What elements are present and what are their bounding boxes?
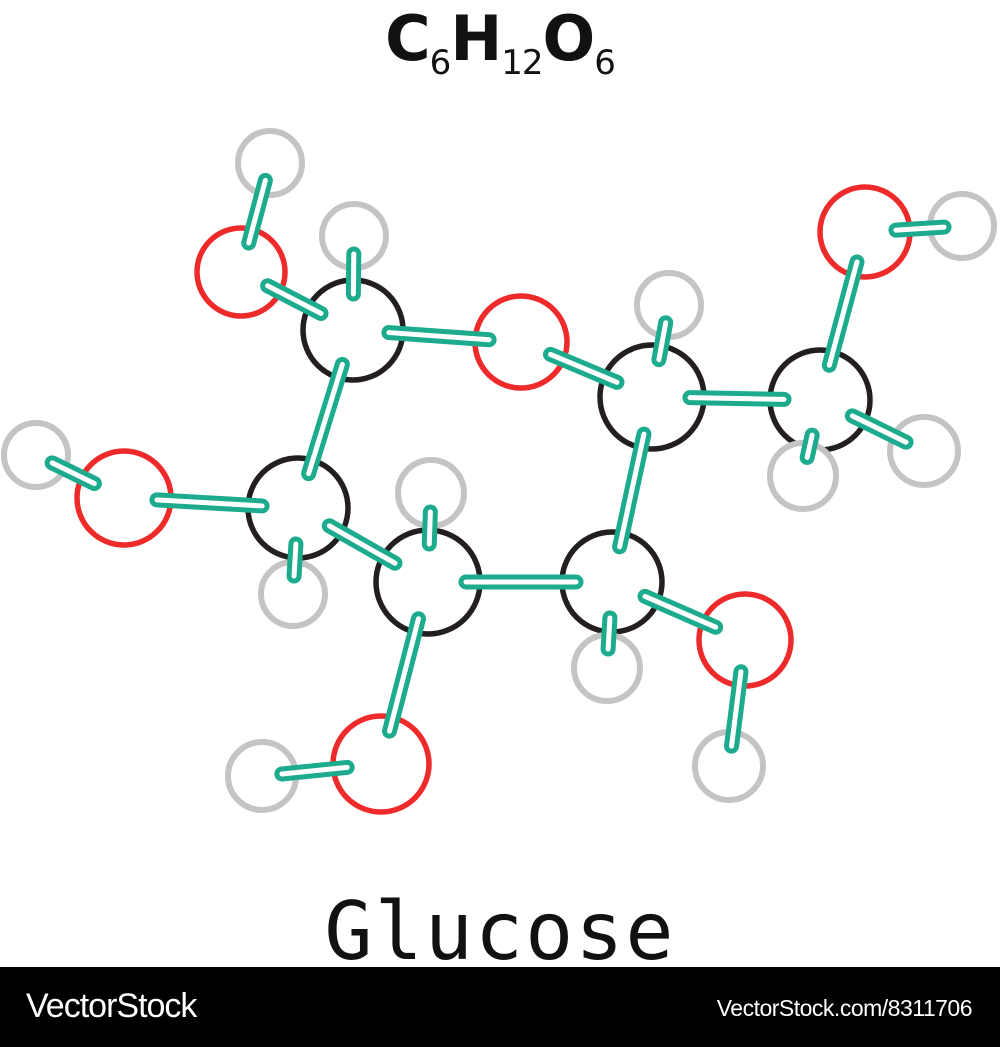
formula-count-h: 12: [501, 43, 543, 83]
bond-core: [548, 351, 620, 385]
bond-core: [729, 669, 744, 749]
bond-core: [265, 283, 324, 316]
molecule-name: Glucose: [324, 885, 676, 978]
bond: [274, 759, 355, 782]
bond: [844, 408, 914, 450]
bond-core: [387, 616, 421, 734]
bond: [321, 518, 403, 571]
bond: [149, 492, 270, 514]
bond-core: [605, 615, 613, 652]
bond-core: [642, 593, 719, 630]
formula-count-c: 6: [429, 43, 452, 83]
bond: [543, 346, 625, 390]
oxygen-atom: [194, 225, 288, 319]
formula-count-o: 6: [594, 43, 616, 83]
bond: [421, 504, 438, 552]
bond: [682, 390, 792, 407]
bond: [301, 356, 350, 482]
bond: [612, 426, 652, 555]
bond-core: [617, 431, 647, 550]
atoms: [1, 128, 997, 815]
bond: [637, 588, 724, 635]
formula-symbol-h: H: [450, 2, 502, 75]
bond: [600, 610, 618, 657]
molecule-diagram: [1, 128, 997, 815]
bond: [382, 611, 426, 739]
bond-core: [386, 330, 492, 343]
image-url: VectorStock.com/8311706: [716, 995, 973, 1021]
bond: [724, 664, 749, 754]
bond-core: [849, 413, 909, 445]
bond-core: [49, 460, 97, 487]
bond: [651, 315, 674, 368]
bond: [241, 172, 273, 251]
hydrogen-atom: [235, 128, 305, 198]
formula-symbol-c: C: [385, 2, 431, 75]
bond-core: [291, 541, 299, 579]
bond-core: [326, 523, 398, 566]
formula-symbol-o: O: [542, 2, 595, 75]
bond: [260, 278, 329, 321]
bond: [286, 536, 304, 584]
bond: [821, 254, 865, 373]
bond: [888, 219, 952, 238]
molecular-formula: C6H12O6: [0, 2, 1000, 83]
bond-core: [306, 361, 345, 477]
bond-core: [656, 320, 669, 363]
bond: [799, 427, 820, 465]
bond-core: [154, 497, 265, 509]
bond-core: [426, 509, 433, 547]
brand-logo: VectorStock: [26, 987, 197, 1025]
footer-bar: VectorStock VectorStock.com/8311706: [0, 967, 1000, 1047]
bond-core: [687, 395, 787, 402]
bond: [44, 455, 102, 492]
bond-core: [804, 432, 815, 460]
hydrogen-atom: [887, 414, 961, 488]
bond-core: [279, 764, 350, 777]
bond-core: [893, 224, 947, 233]
bond-core: [246, 177, 268, 246]
bond-core: [826, 259, 860, 368]
hydrogen-atom: [1, 420, 71, 490]
bond: [381, 325, 497, 348]
bonds: [44, 172, 952, 782]
